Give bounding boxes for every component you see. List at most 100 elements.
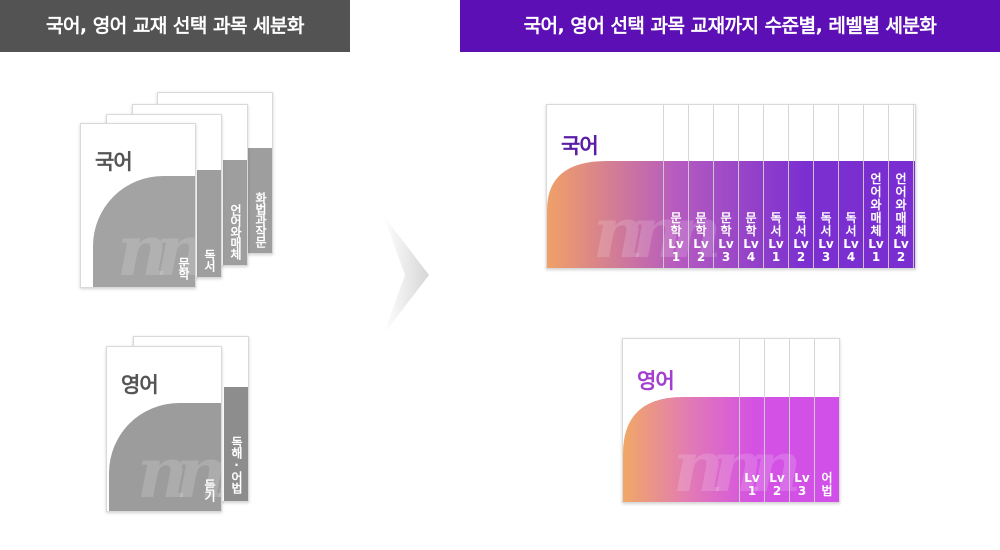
level-label-char: 1 <box>671 250 681 264</box>
level-label-char: 1 <box>771 250 781 264</box>
book-label: 독해·어법 <box>229 436 244 493</box>
level-label-char: 3 <box>797 484 807 498</box>
korean-book-munhak: nnn 국어 문학 <box>80 123 196 288</box>
level-label-char: 어 <box>821 471 833 485</box>
level-label-char: 체 <box>895 224 907 238</box>
level-label-char: Lv <box>794 471 810 485</box>
level-label-char: Lv <box>769 471 785 485</box>
level-label-char: 학 <box>720 224 732 238</box>
english-level-shelf: nnn 영어 Lv1Lv2Lv3어법듣기 <box>622 338 840 503</box>
level-label-char: 3 <box>721 250 731 264</box>
level-label-char: 어 <box>895 185 907 199</box>
level-label-char: Lv <box>743 237 759 251</box>
level-label-char: Lv <box>693 237 709 251</box>
level-label-char: Lv <box>668 237 684 251</box>
book-label: 문학 <box>176 257 191 279</box>
level-label-char: 독 <box>795 211 807 225</box>
level-label-char: 독 <box>845 211 857 225</box>
level-label-char: 기 <box>914 238 915 251</box>
level-label-char: 2 <box>696 250 706 264</box>
level-label-char: 학 <box>695 224 707 238</box>
korean-title: 국어 <box>95 150 133 174</box>
level-label-char: 서 <box>770 224 782 238</box>
level-label-char: 언 <box>895 172 907 186</box>
level-book-spine: 기하 <box>913 105 915 268</box>
level-label-char: 하 <box>914 251 915 264</box>
level-label-char: 어 <box>870 185 882 199</box>
level-label-char: 2 <box>896 250 906 264</box>
level-label-char: 법 <box>821 484 833 498</box>
level-label-char: 학 <box>745 224 757 238</box>
book-label: 언어와매체 <box>228 204 243 259</box>
level-label-char: 매 <box>870 211 882 225</box>
chevron-right-icon <box>383 215 429 335</box>
level-label-char: 서 <box>820 224 832 238</box>
book-label: 듣기 <box>202 479 217 501</box>
english-book-deutgi: nnn 영어 듣기 <box>106 346 222 512</box>
watermark-logo: nnn <box>137 431 221 512</box>
level-label-char: Lv <box>718 237 734 251</box>
level-label-char: 1 <box>747 484 757 498</box>
level-label-char: 4 <box>746 250 756 264</box>
level-label-char: 2 <box>796 250 806 264</box>
korean-cover-art <box>547 161 915 268</box>
level-label-char: 서 <box>795 224 807 238</box>
level-label-char: Lv <box>744 471 760 485</box>
level-label-char: 문 <box>745 211 757 225</box>
level-label-char: 독 <box>770 211 782 225</box>
level-label-char: 1 <box>871 250 881 264</box>
level-label-char: 체 <box>870 224 882 238</box>
level-label-char: Lv <box>768 237 784 251</box>
level-label-char: 와 <box>870 198 882 212</box>
watermark-logo: nnn <box>673 425 802 503</box>
level-label-char: Lv <box>843 237 859 251</box>
level-label-char: 언 <box>870 172 882 186</box>
level-label-char: 문 <box>720 211 732 225</box>
level-book-spine: 듣기 <box>839 339 840 502</box>
level-label-char: 3 <box>821 250 831 264</box>
before-banner: 국어, 영어 교재 선택 과목 세분화 <box>0 0 350 52</box>
watermark-logo: nnn <box>117 209 195 288</box>
level-label: 기하 <box>914 238 915 264</box>
english-title: 영어 <box>121 373 159 397</box>
level-label-char: 문 <box>695 211 707 225</box>
book-label: 독서 <box>202 249 217 271</box>
book-label: 화법과작문 <box>253 192 268 247</box>
level-label-char: 매 <box>895 211 907 225</box>
level-label-char: 독 <box>820 211 832 225</box>
level-label-char: Lv <box>868 237 884 251</box>
level-label-char: 와 <box>895 198 907 212</box>
level-label-char: 서 <box>845 224 857 238</box>
level-label-char: Lv <box>793 237 809 251</box>
level-label-char: 문 <box>670 211 682 225</box>
level-label-char: 4 <box>846 250 856 264</box>
korean-title: 국어 <box>561 134 599 158</box>
